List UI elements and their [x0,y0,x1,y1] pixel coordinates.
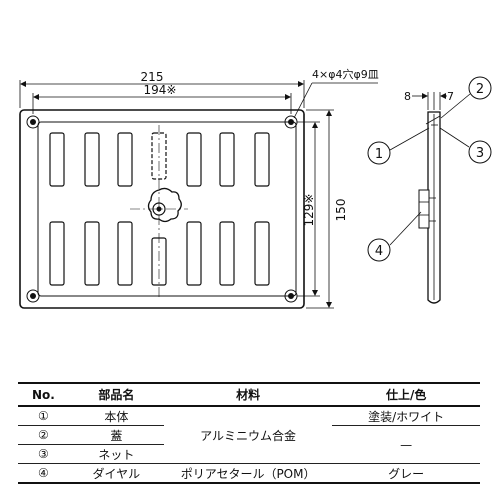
dimension-width [19,80,305,114]
cell-name: ダイヤル [68,463,164,484]
cell-material: ポリアセタール（POM） [163,463,333,484]
cell-material: アルミニウム合金 [163,406,333,464]
callout-2: 2 [440,76,492,119]
table-header-row: No. 部品名 材料 仕上/色 [18,383,480,407]
cell-name: ネット [68,444,164,464]
svg-text:2: 2 [476,82,484,97]
dim-overall-width: 215 [141,70,164,84]
cell-no: ④ [18,463,69,484]
table-row: ③ ネット [18,444,480,464]
callout-1: 1 [367,127,430,165]
hole-note-leader [293,82,313,119]
header-part-name: 部品名 [68,383,164,407]
cell-finish: — [332,425,480,464]
technical-drawing: 215 194※ 4×φ4穴φ9皿 129※ 150 8 7 [19,67,492,309]
mounting-hole-icon [26,115,40,129]
dim-side-left: 8 [404,90,411,103]
dim-hole-pitch-height: 129※ [302,194,316,227]
vent-slots-bottom [49,221,270,286]
parts-table: No. 部品名 材料 仕上/色 ① 本体 アルミニウム合金 塗装/ホワイト ② … [18,382,480,484]
cell-name: 蓋 [68,425,164,445]
dim-side-right: 7 [447,90,454,103]
dial-knob-icon [147,187,182,223]
callout-3: 3 [439,127,492,164]
cell-name: 本体 [68,406,164,426]
vent-slots-top [49,132,270,187]
header-no: No. [18,383,69,407]
cell-finish: グレー [332,463,480,484]
table-row: ② 蓋 — [18,425,480,464]
cell-no: ③ [18,444,69,464]
mounting-hole-icon [26,289,40,303]
dim-overall-height: 150 [334,199,348,222]
table-row: ① 本体 アルミニウム合金 塗装/ホワイト [18,406,480,464]
svg-text:1: 1 [375,147,383,162]
plate-inner-recess [37,121,297,297]
callout-4: 4 [367,211,422,262]
cell-no: ① [18,406,69,426]
header-material: 材料 [163,383,333,407]
dimension-side [412,92,447,110]
svg-text:3: 3 [476,146,484,161]
hole-note: 4×φ4穴φ9皿 [312,67,379,81]
svg-text:4: 4 [375,244,383,259]
header-finish: 仕上/色 [332,383,480,407]
dimension-height [297,109,334,309]
front-view [19,109,305,309]
cell-finish: 塗装/ホワイト [332,406,480,426]
side-view [418,111,441,304]
cell-no: ② [18,425,69,445]
dim-hole-pitch-width: 194※ [144,83,177,97]
table-row: ④ ダイヤル ポリアセタール（POM） グレー [18,463,480,484]
